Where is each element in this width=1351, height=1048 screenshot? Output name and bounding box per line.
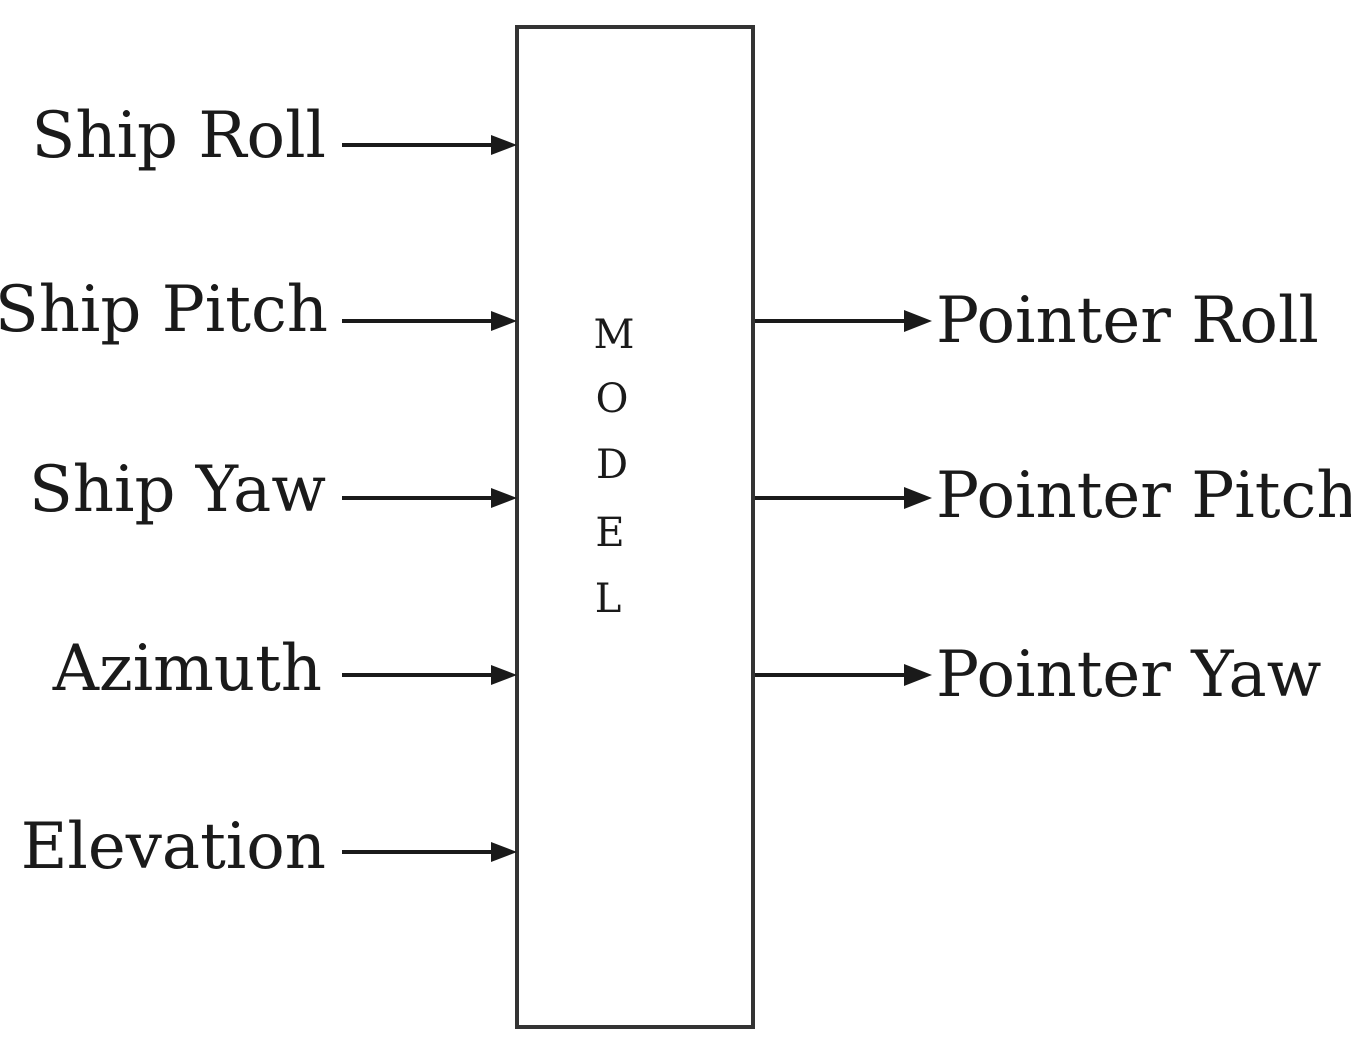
model-block-label: M O D E L [594,312,635,622]
input-labels: Ship Roll Ship Pitch Ship Yaw Azimuth El… [0,99,328,884]
input-arrow [342,135,517,155]
output-label-pointer-roll: Pointer Roll [936,284,1319,358]
output-labels: Pointer Roll Pointer Pitch Pointer Yaw [936,284,1351,712]
arrowhead-icon [491,488,517,508]
input-arrow [342,311,517,331]
arrowhead-icon [491,665,517,685]
model-letter: D [596,442,628,488]
model-letter: E [595,510,624,556]
input-arrow [342,665,517,685]
model-letter: O [596,376,629,422]
arrowhead-icon [491,842,517,862]
model-block [515,25,755,1029]
input-label-ship-pitch: Ship Pitch [0,273,328,347]
output-arrows [755,310,932,686]
output-arrow [755,310,932,332]
input-arrows [342,135,517,862]
output-label-pointer-yaw: Pointer Yaw [936,638,1321,712]
arrowhead-icon [491,311,517,331]
arrowhead-icon [904,664,932,686]
output-label-pointer-pitch: Pointer Pitch [936,459,1351,533]
input-arrow [342,842,517,862]
input-label-elevation: Elevation [21,810,326,884]
output-arrow [755,664,932,686]
input-label-ship-roll: Ship Roll [32,99,327,173]
arrowhead-icon [904,487,932,509]
arrowhead-icon [904,310,932,332]
model-letter: L [595,576,622,622]
input-label-ship-yaw: Ship Yaw [29,453,326,527]
input-label-azimuth: Azimuth [52,632,322,706]
model-letter: M [594,312,635,358]
input-arrow [342,488,517,508]
arrowhead-icon [491,135,517,155]
output-arrow [755,487,932,509]
